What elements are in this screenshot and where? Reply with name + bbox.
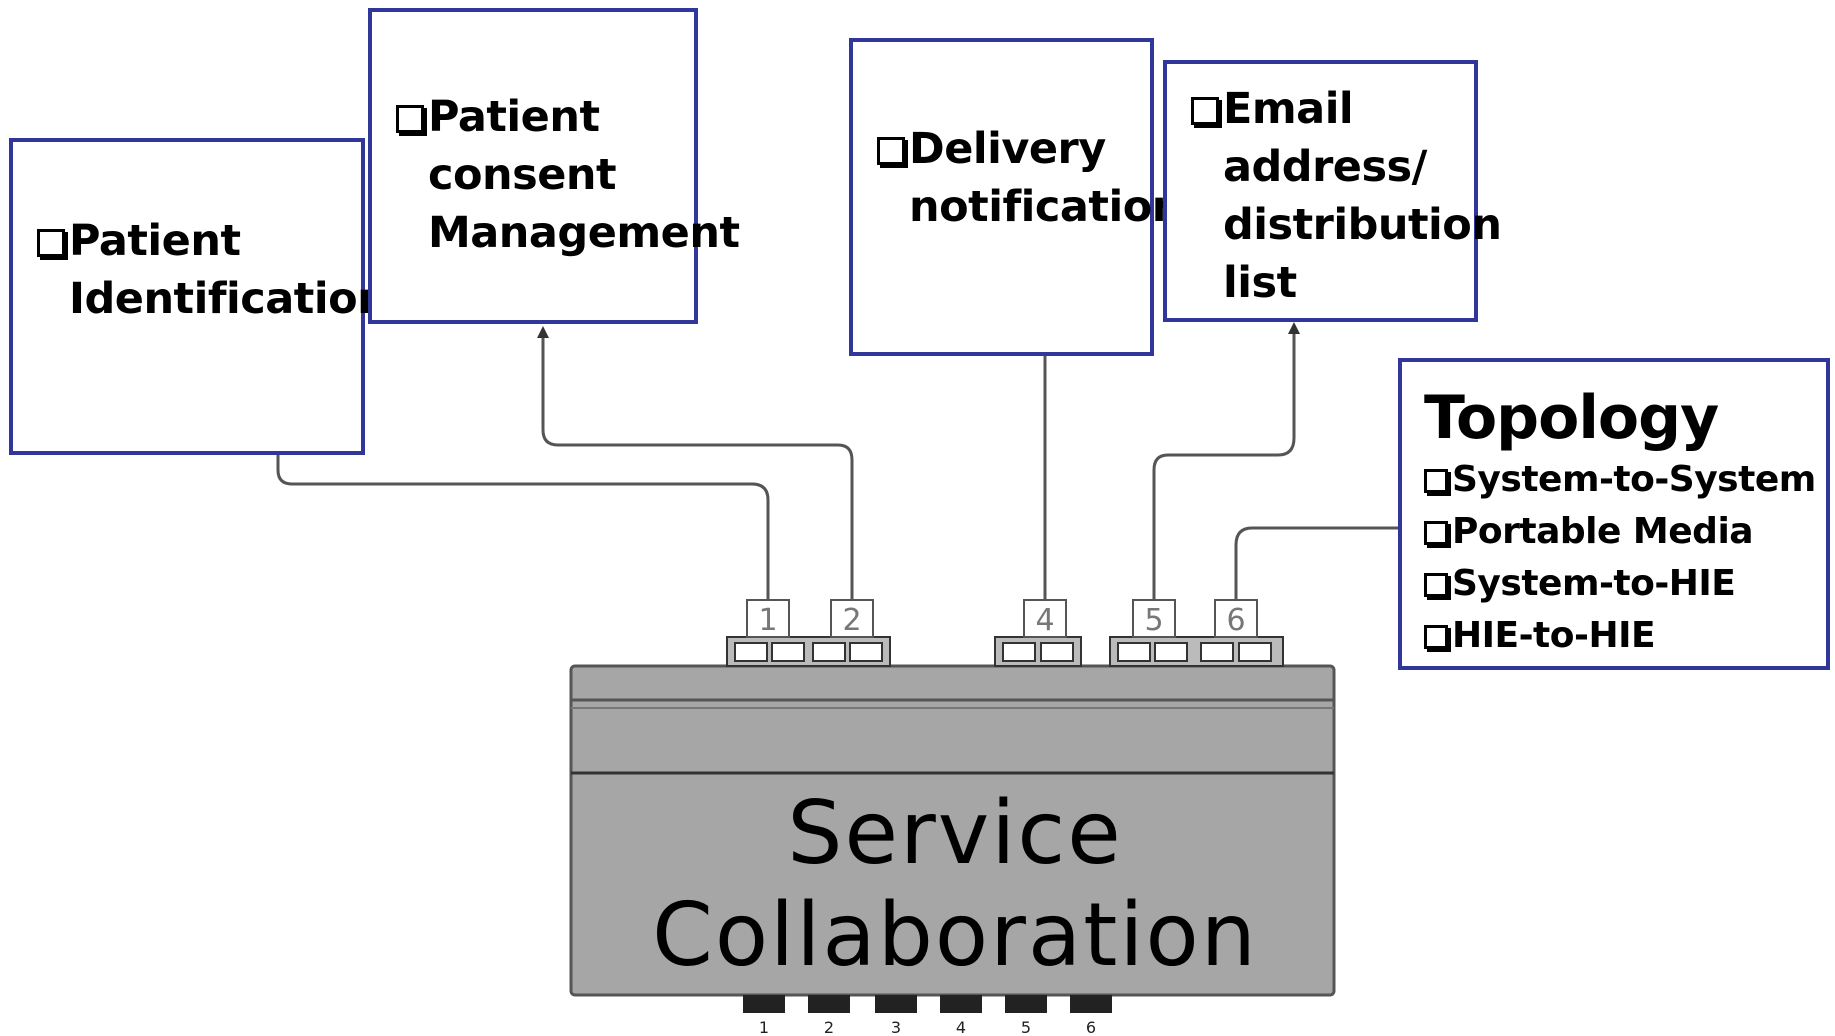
topology-box: Topology System-to-System Portable Media… [1398,358,1830,670]
port-label-4: 4 [1035,603,1054,638]
bottom-port-5 [1005,995,1047,1013]
email-distribution-line-1: Email [1223,84,1354,134]
hub-title-line-2: Collaboration [652,884,1258,986]
checkbox-icon [396,105,424,133]
delivery-notification-line-2: notification [909,182,1182,232]
topology-item: System-to-HIE [1424,558,1826,610]
email-distribution-box: Email address/ distribution list [1163,60,1502,322]
topology-item: Portable Media [1424,506,1826,558]
checkbox-icon [1424,521,1448,545]
bottom-port-1 [743,995,785,1013]
bottom-port-label-2: 2 [824,1018,834,1036]
patient-consent-line-2: consent [428,150,617,200]
port-label-1: 1 [758,603,777,638]
patient-identification-box: Patient Identification [9,138,388,455]
bottom-port-label-3: 3 [891,1018,901,1036]
topology-item: System-to-System [1424,454,1826,506]
port-plug-5: 5 [1132,599,1176,638]
port-block-4 [994,636,1082,667]
topology-title: Topology [1424,383,1719,453]
connector-patient-identification [276,455,770,600]
hub-title-line-1: Service [787,782,1123,884]
bottom-port-label-1: 1 [759,1018,769,1036]
port-label-5: 5 [1144,603,1163,638]
port-label-6: 6 [1226,603,1245,638]
hub-title: Service Collaboration [573,782,1337,986]
patient-identification-line-2: Identification [69,274,388,324]
email-distribution-line-2: address/ [1223,142,1427,192]
bottom-port-label-5: 5 [1021,1018,1031,1036]
patient-identification-line-1: Patient [69,216,241,266]
port-label-2: 2 [842,603,861,638]
delivery-notification-line-1: Delivery [909,124,1106,174]
bottom-port-2 [808,995,850,1013]
connector-email-distribution [1152,326,1296,600]
delivery-notification-box: Delivery notification [849,38,1182,356]
bottom-port-3 [875,995,917,1013]
arrowhead-email [1288,322,1300,334]
checkbox-icon [1424,469,1448,493]
bottom-port-4 [940,995,982,1013]
patient-consent-box: Patient consent Management [368,8,740,324]
email-distribution-line-4: list [1223,258,1297,308]
port-block-1-2 [726,636,891,667]
checkbox-icon [877,137,905,165]
port-plug-1: 1 [746,599,790,638]
bottom-ports [743,995,1112,1013]
connector-topology [1234,526,1398,600]
checkbox-icon [1191,97,1219,125]
patient-consent-line-3: Management [428,208,740,258]
port-plug-4: 4 [1023,599,1067,638]
service-hub [569,664,1336,997]
checkbox-icon [1424,573,1448,597]
port-plug-6: 6 [1214,599,1258,638]
patient-consent-line-1: Patient [428,92,600,142]
checkbox-icon [1424,625,1448,649]
bottom-port-label-6: 6 [1086,1018,1096,1036]
connectors [276,326,1398,600]
bottom-port-6 [1070,995,1112,1013]
arrowhead-consent [537,326,549,338]
port-block-5-6 [1109,636,1284,667]
connector-patient-consent [541,330,854,600]
topology-item-label: System-to-HIE [1452,563,1736,604]
topology-item-label: HIE-to-HIE [1452,615,1656,656]
topology-item-label: Portable Media [1452,511,1754,552]
email-distribution-line-3: distribution [1223,200,1502,250]
port-plug-2: 2 [830,599,874,638]
checkbox-icon [37,229,65,257]
topology-item-label: System-to-System [1452,459,1816,500]
topology-item: HIE-to-HIE [1424,610,1826,662]
bottom-port-label-4: 4 [956,1018,966,1036]
